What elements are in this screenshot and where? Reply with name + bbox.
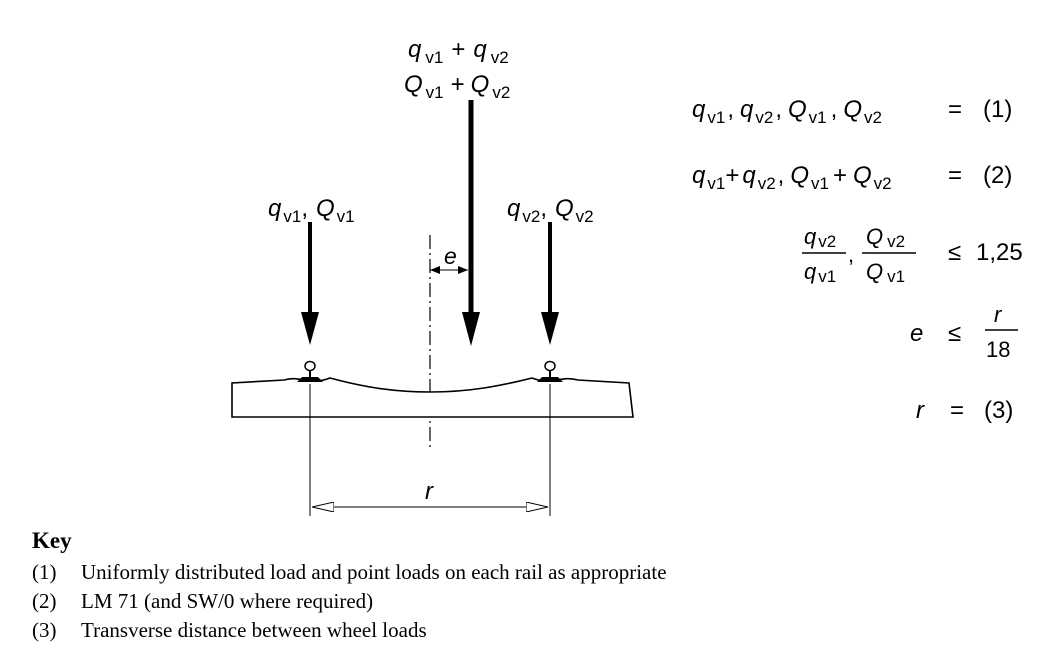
combined-load-arrow xyxy=(462,100,480,346)
svg-text:Qv2: Qv2 xyxy=(866,224,905,251)
right-rail xyxy=(537,360,563,382)
condition-4-eccentricity: e ≤ r 18 xyxy=(910,302,1018,362)
svg-text:qv1+qv2: qv1+qv2 xyxy=(408,36,509,67)
svg-text:e: e xyxy=(910,320,923,347)
combined-q1-symbol: q xyxy=(408,36,422,63)
key-item-number: (3) xyxy=(32,618,57,642)
key-section: Key (1) Uniformly distributed load and po… xyxy=(32,528,667,645)
svg-text:,: , xyxy=(848,242,854,267)
svg-text:r: r xyxy=(994,302,1003,327)
svg-text:Qv1+Qv2: Qv1+Qv2 xyxy=(404,71,510,102)
distance-label: r xyxy=(425,478,434,505)
svg-text:1,25: 1,25 xyxy=(976,239,1023,266)
combined-q1-sub: v1 xyxy=(425,48,443,67)
svg-text:qv1,Qv1: qv1,Qv1 xyxy=(268,195,355,226)
right-load-arrow xyxy=(541,222,559,345)
rail-distance-dimension: r xyxy=(309,384,551,516)
svg-text:qv2,Qv2: qv2,Qv2 xyxy=(507,195,594,226)
svg-text:Qv1: Qv1 xyxy=(866,259,905,286)
eccentricity-label: e xyxy=(444,243,457,269)
combined-Q2-sub: v2 xyxy=(492,83,510,102)
left-load-arrow xyxy=(301,222,319,345)
key-item-text: LM 71 (and SW/0 where required) xyxy=(81,589,374,613)
combined-Q-plus: + xyxy=(451,71,465,98)
key-item-3: (3) Transverse distance between wheel loa… xyxy=(32,616,667,645)
key-item-1: (1) Uniformly distributed load and point … xyxy=(32,558,667,587)
combined-q2-sub: v2 xyxy=(491,48,509,67)
svg-text:qv1: qv1 xyxy=(804,259,836,286)
combined-q2-symbol: q xyxy=(473,36,487,63)
combined-Q1-symbol: Q xyxy=(404,71,423,98)
svg-text:=: = xyxy=(948,162,962,189)
key-item-text: Uniformly distributed load and point loa… xyxy=(81,560,667,584)
svg-text:(3): (3) xyxy=(984,397,1013,424)
combined-q-plus: + xyxy=(451,36,465,63)
key-item-number: (1) xyxy=(32,560,57,584)
combined-Q1-sub: v1 xyxy=(426,83,444,102)
svg-text:qv1,qv2,Qv1,Qv2: qv1,qv2,Qv1,Qv2 xyxy=(692,96,882,127)
svg-text:qv2: qv2 xyxy=(804,224,836,251)
svg-text:(2): (2) xyxy=(983,162,1012,189)
key-item-number: (2) xyxy=(32,589,57,613)
svg-text:qv1+qv2,Qv1+Qv2: qv1+qv2,Qv1+Qv2 xyxy=(692,162,892,193)
svg-text:≤: ≤ xyxy=(948,239,961,266)
svg-text:=: = xyxy=(950,397,964,424)
key-item-2: (2) LM 71 (and SW/0 where required) xyxy=(32,587,667,616)
condition-5-distance: r = (3) xyxy=(916,397,1013,424)
svg-text:r: r xyxy=(916,397,925,424)
svg-text:=: = xyxy=(948,96,962,123)
eccentricity-dimension: e xyxy=(430,243,468,274)
left-rail xyxy=(297,360,323,382)
key-item-text: Transverse distance between wheel loads xyxy=(81,618,427,642)
svg-text:(1): (1) xyxy=(983,96,1012,123)
svg-text:18: 18 xyxy=(986,337,1010,362)
svg-text:≤: ≤ xyxy=(948,320,961,347)
combined-Q2-symbol: Q xyxy=(471,71,490,98)
key-title: Key xyxy=(32,528,72,553)
sleeper xyxy=(231,377,634,418)
